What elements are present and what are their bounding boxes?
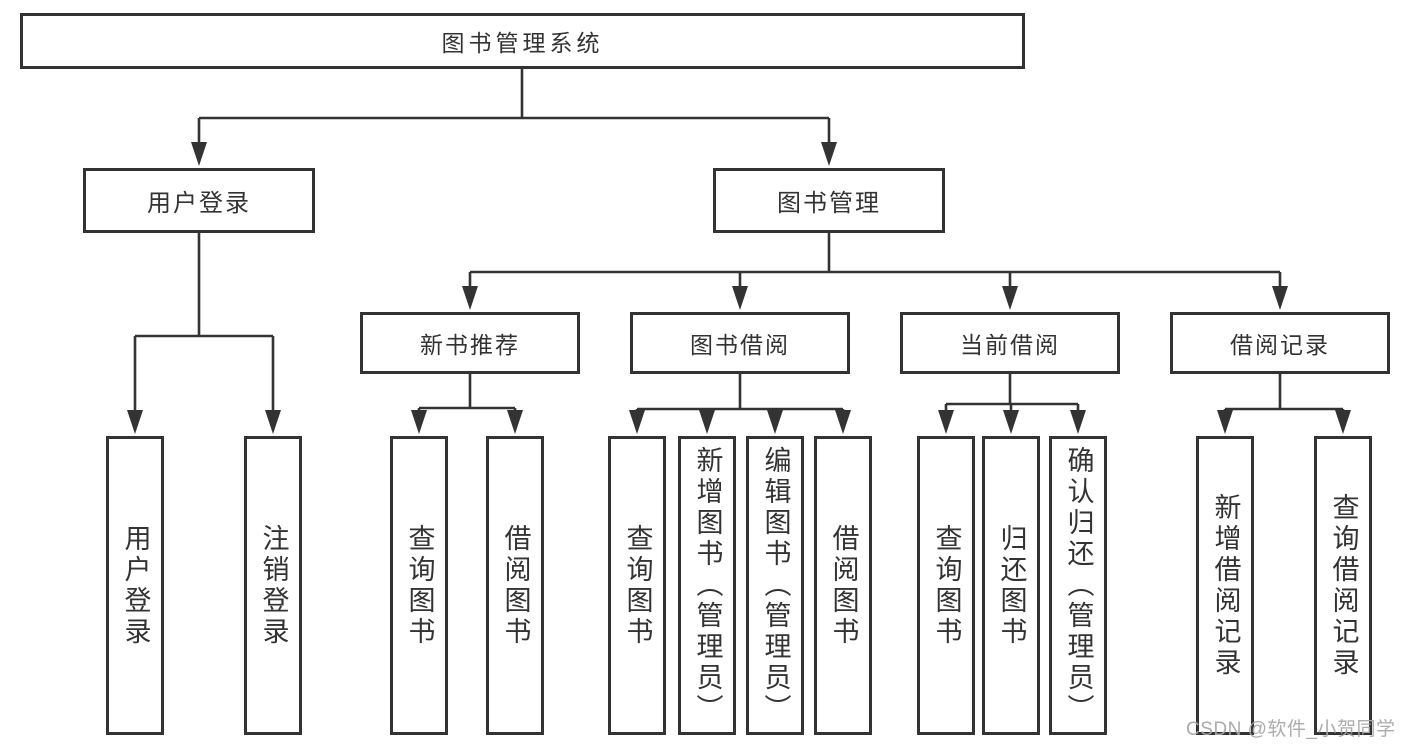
leaf-label: 编辑图书（管理员） — [760, 446, 791, 725]
node-label: 用户登录 — [147, 190, 251, 217]
leaf-query-books-borrow: 查询图书 — [608, 436, 666, 735]
leaf-label: 注销登录 — [258, 523, 289, 648]
leaf-query-books-current: 查询图书 — [917, 436, 975, 735]
node-book-borrow: 图书借阅 — [630, 312, 850, 374]
node-label: 图书管理 — [777, 190, 881, 217]
leaf-logout: 注销登录 — [244, 436, 302, 735]
leaf-return-book: 归还图书 — [982, 436, 1040, 735]
leaf-borrow-books-2: 借阅图书 — [814, 436, 872, 735]
leaf-user-login: 用户登录 — [106, 436, 164, 735]
leaf-label: 查询图书 — [931, 523, 962, 648]
node-user-login: 用户登录 — [83, 168, 315, 233]
leaf-confirm-return-admin: 确认归还（管理员） — [1049, 436, 1107, 735]
leaf-label: 查询图书 — [622, 523, 653, 648]
connector-currentborrow-to-leaves — [938, 374, 1086, 434]
leaf-edit-book-admin: 编辑图书（管理员） — [746, 436, 804, 735]
node-label: 新书推荐 — [420, 332, 520, 358]
node-label: 借阅记录 — [1230, 332, 1330, 358]
node-label: 图书管理系统 — [441, 30, 604, 56]
connector-borrowrecords-to-leaves — [1217, 374, 1351, 434]
node-book-management: 图书管理 — [713, 168, 945, 233]
leaf-add-book-admin: 新增图书（管理员） — [678, 436, 736, 735]
leaf-label: 确认归还（管理员） — [1063, 446, 1094, 725]
leaf-label: 查询图书 — [404, 523, 435, 648]
connector-newbook-to-leaves — [411, 374, 523, 434]
node-borrow-records: 借阅记录 — [1170, 312, 1390, 374]
leaf-label: 借阅图书 — [828, 523, 859, 648]
node-library-management-system: 图书管理系统 — [20, 13, 1025, 69]
connector-bookborrow-to-leaves — [629, 374, 851, 434]
leaf-label: 新增借阅记录 — [1210, 492, 1241, 679]
leaf-query-books-recommend: 查询图书 — [390, 436, 448, 735]
leaf-add-borrow-record: 新增借阅记录 — [1196, 436, 1254, 735]
leaf-label: 新增图书（管理员） — [692, 446, 723, 725]
connector-root-to-level2 — [191, 69, 837, 166]
leaf-borrow-books-recommend: 借阅图书 — [486, 436, 544, 735]
leaf-label: 用户登录 — [120, 523, 151, 648]
node-label: 图书借阅 — [690, 332, 790, 358]
connector-bookmgmt-to-level3 — [462, 233, 1288, 310]
leaf-label: 归还图书 — [996, 523, 1027, 648]
leaf-query-borrow-record: 查询借阅记录 — [1314, 436, 1372, 735]
csdn-watermark: CSDN @软件_小贺同学 — [1186, 719, 1396, 740]
node-current-borrow: 当前借阅 — [900, 312, 1120, 374]
leaf-label: 借阅图书 — [500, 523, 531, 648]
node-new-book-recommend: 新书推荐 — [360, 312, 580, 374]
connector-userlogin-to-leaves — [127, 233, 281, 434]
node-label: 当前借阅 — [960, 332, 1060, 358]
leaf-label: 查询借阅记录 — [1328, 492, 1359, 679]
